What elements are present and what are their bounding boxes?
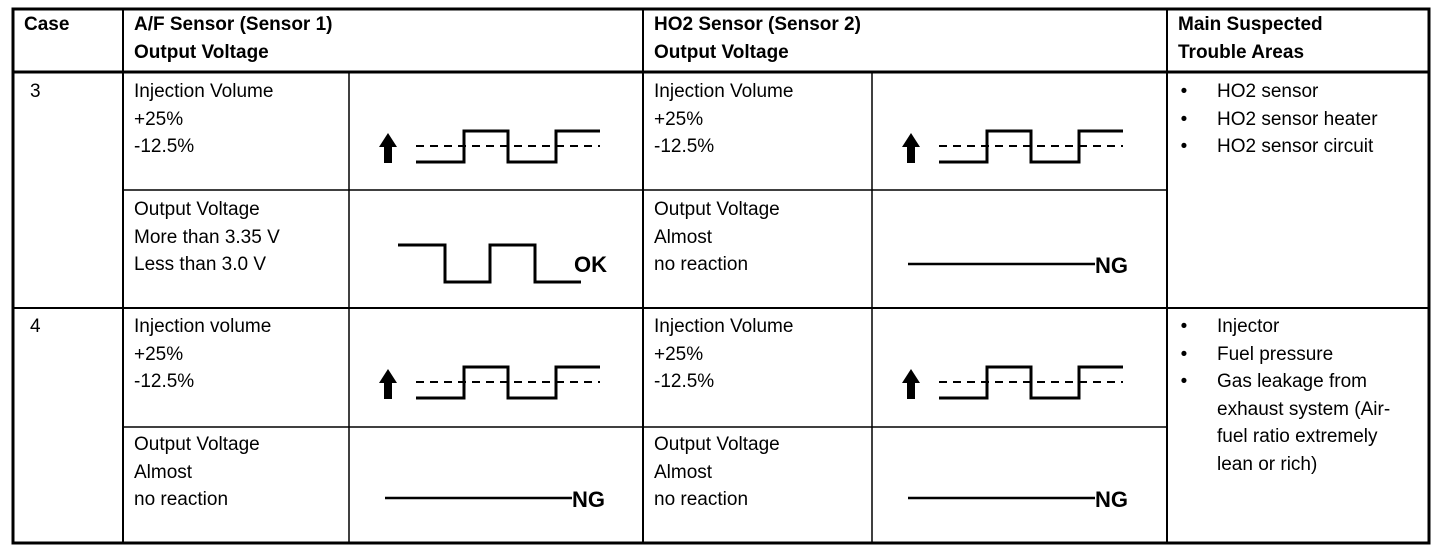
af-injection-text: Injection volume +25% -12.5% [134, 316, 272, 392]
flat-voltage-line-icon: NG [908, 487, 1128, 512]
af-output-result: NG [572, 487, 605, 512]
list-item: •HO2 sensor circuit [1180, 136, 1374, 157]
af-output-result: OK [574, 252, 607, 277]
injection-square-wave-arrow-icon [902, 365, 1123, 400]
list-item: •HO2 sensor heater [1180, 108, 1378, 130]
flat-voltage-line-icon: NG [908, 253, 1128, 278]
header-ho2-sensor: HO2 Sensor (Sensor 2) Output Voltage [654, 14, 861, 63]
case-number: 3 [30, 81, 41, 102]
trouble-areas-list: •HO2 sensor •HO2 sensor heater •HO2 sens… [1178, 78, 1418, 161]
header-case: Case [24, 14, 70, 35]
injection-square-wave-arrow-icon [379, 129, 600, 164]
ho2-injection-text: Injection Volume +25% -12.5% [654, 81, 794, 157]
ho2-output-result: NG [1095, 253, 1128, 278]
flat-voltage-line-icon: NG [385, 487, 605, 512]
switching-voltage-wave-icon: OK [398, 243, 607, 284]
list-item: •HO2 sensor [1180, 81, 1319, 102]
header-af-sensor: A/F Sensor (Sensor 1) Output Voltage [134, 14, 333, 63]
ho2-output-result: NG [1095, 487, 1128, 512]
ho2-injection-text: Injection Volume +25% -12.5% [654, 316, 794, 392]
af-output-text: Output Voltage More than 3.35 V Less tha… [134, 199, 280, 275]
header-trouble-areas: Main Suspected Trouble Areas [1178, 14, 1323, 63]
list-item: •Fuel pressure [1180, 343, 1334, 365]
list-item: •Gas leakage from exhaust system (Air-fu… [1180, 371, 1391, 475]
ho2-output-text: Output Voltage Almost no reaction [654, 199, 780, 275]
list-item: •Injector [1180, 316, 1280, 337]
ho2-output-text: Output Voltage Almost no reaction [654, 434, 780, 510]
af-injection-text: Injection Volume +25% -12.5% [134, 81, 274, 157]
injection-square-wave-arrow-icon [902, 129, 1123, 164]
trouble-areas-list: •Injector •Fuel pressure •Gas leakage fr… [1178, 313, 1418, 478]
injection-square-wave-arrow-icon [379, 365, 600, 400]
case-number: 4 [30, 316, 41, 337]
af-output-text: Output Voltage Almost no reaction [134, 434, 260, 510]
